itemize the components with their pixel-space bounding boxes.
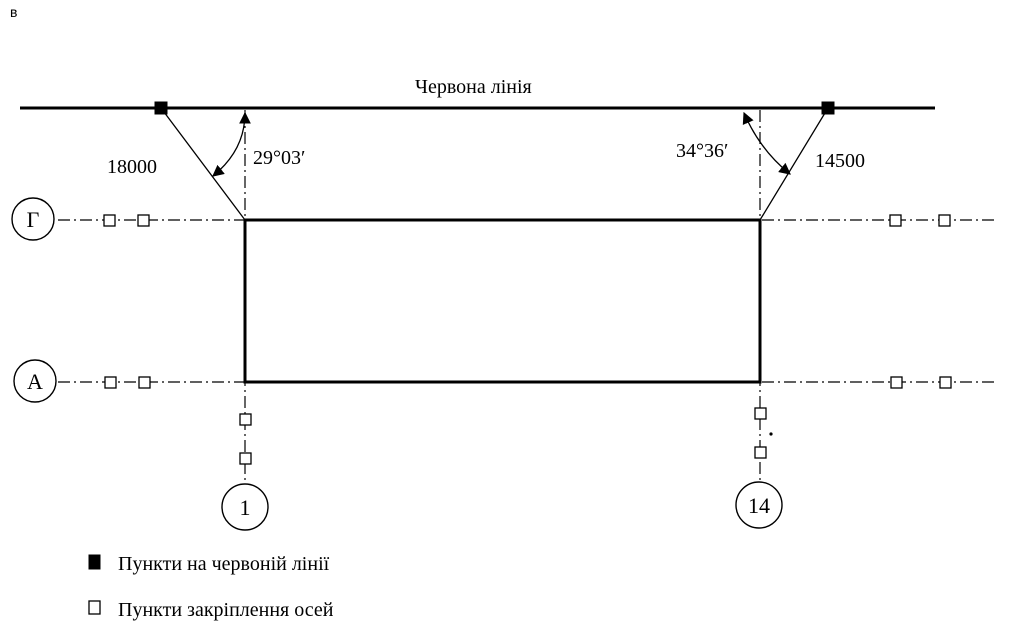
red-line-point-right [821, 101, 835, 115]
angle-left: 29°03′ [253, 147, 305, 169]
axis-label-14: 14 [748, 493, 770, 518]
axis-label-a: А [27, 369, 43, 394]
legend-filled-label: Пункти на червоній лінії [118, 553, 330, 575]
angle-arc-right [742, 111, 791, 175]
distance-right: 14500 [815, 150, 865, 172]
red-line-point-left [154, 101, 168, 115]
axis-point [103, 214, 116, 227]
axis-bubble-14: 14 [735, 481, 783, 529]
distance-left: 18000 [107, 156, 157, 178]
axis-point [239, 413, 252, 426]
axis-label-1: 1 [240, 495, 251, 520]
legend-filled-marker [88, 554, 101, 570]
angle-right: 34°36′ [676, 140, 728, 162]
red-line-label: Червона лінія [415, 76, 532, 98]
corner-letter: в [10, 4, 17, 20]
axis-bubble-a: А [13, 359, 57, 403]
axis-point [137, 214, 150, 227]
axis-point [104, 376, 117, 389]
axis-point [138, 376, 151, 389]
tie-line-left [160, 107, 246, 221]
axis-point [938, 214, 951, 227]
small-dot [769, 432, 773, 436]
axis-point [889, 214, 902, 227]
axis-point [754, 407, 767, 420]
axis-point [754, 446, 767, 459]
building-outline [243, 218, 762, 384]
angle-arc-left [212, 111, 251, 177]
axis-point [239, 452, 252, 465]
axis-point [939, 376, 952, 389]
axis-bubble-1: 1 [221, 483, 269, 531]
axis-label-g: Г [27, 207, 40, 232]
axis-point [890, 376, 903, 389]
legend-open-marker [88, 600, 101, 615]
tie-line-right [759, 107, 829, 221]
legend-open-label: Пункти закріплення осей [118, 599, 334, 621]
axis-bubble-g: Г [11, 197, 55, 241]
